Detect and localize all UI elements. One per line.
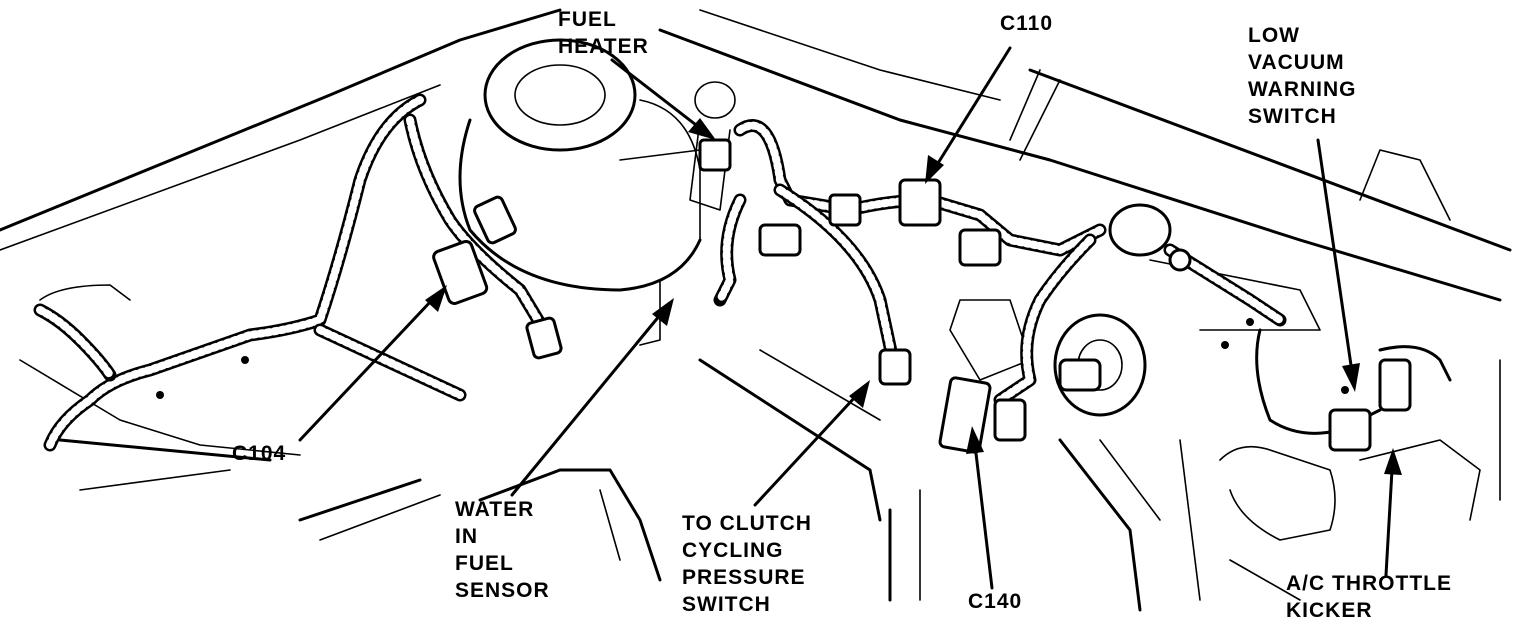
- wiring-harness: [33, 93, 1452, 452]
- connectors: [156, 138, 1412, 454]
- fuel-filter-housing: [458, 38, 736, 346]
- c140-label: C140: [968, 590, 1023, 613]
- callout-arrows: [298, 46, 1402, 590]
- fuel-heater-label: FUEL HEATER: [558, 8, 649, 58]
- c110-label: C110: [1000, 12, 1054, 35]
- clutch-cycling-pressure-switch-label: TO CLUTCH CYCLING PRESSURE SWITCH: [682, 512, 812, 616]
- c104-label: C104: [232, 442, 287, 465]
- low-vacuum-warning-switch-label: LOW VACUUM WARNING SWITCH: [1248, 24, 1357, 128]
- water-in-fuel-sensor-label: WATER IN FUEL SENSOR: [455, 498, 550, 602]
- ac-throttle-kicker-label: A/C THROTTLE KICKER: [1286, 572, 1452, 622]
